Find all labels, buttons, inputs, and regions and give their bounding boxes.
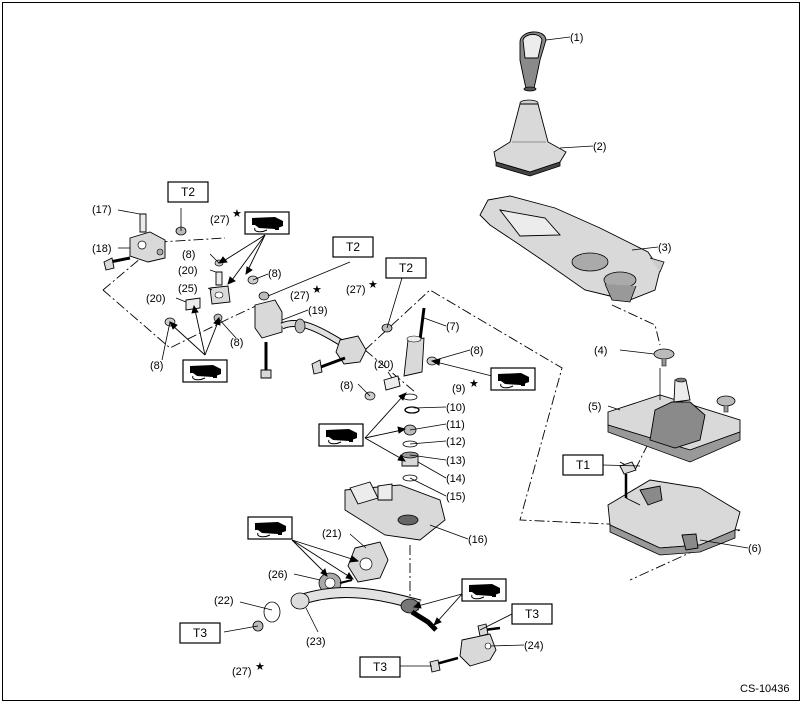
star-icon: ★ xyxy=(255,661,265,673)
svg-text:T2: T2 xyxy=(181,185,195,199)
callout-23: (23) xyxy=(306,636,326,648)
svg-text:T3: T3 xyxy=(373,660,387,674)
callout-3: (3) xyxy=(658,242,671,254)
callout-8a: (8) xyxy=(182,249,195,261)
callout-8e: (8) xyxy=(340,380,353,392)
callout-16: (16) xyxy=(468,534,488,546)
svg-text:T2: T2 xyxy=(399,261,413,275)
svg-text:T2: T2 xyxy=(346,240,360,254)
grease-gun-icon xyxy=(461,578,507,602)
star-icon: ★ xyxy=(469,378,479,390)
grease-gun-icon xyxy=(244,211,290,235)
torque-box-t3-right: T3 xyxy=(511,603,553,625)
star-icon: ★ xyxy=(312,284,322,296)
callout-2: (2) xyxy=(593,141,606,153)
callout-19: (19) xyxy=(308,305,328,317)
ring-stack xyxy=(401,393,420,482)
bolt-t1 xyxy=(619,461,641,506)
torque-box-t2-left: T2 xyxy=(167,181,209,203)
console-panel xyxy=(479,195,665,303)
leader-lines xyxy=(117,36,749,667)
callout-21: (21) xyxy=(322,528,342,540)
lever-7 xyxy=(403,307,426,377)
torque-box-t3-left: T3 xyxy=(179,622,221,644)
callout-12: (12) xyxy=(446,436,466,448)
callout-4: (4) xyxy=(594,345,607,357)
lower-housing xyxy=(607,479,741,556)
housing-16 xyxy=(344,481,446,541)
callout-27d: (27) xyxy=(232,666,252,678)
callout-18: (18) xyxy=(92,243,112,255)
bracket-24 xyxy=(429,623,501,673)
callout-25: (25) xyxy=(178,283,198,295)
star-icon: ★ xyxy=(368,279,378,291)
callout-5: (5) xyxy=(588,401,601,413)
torque-box-t2-center: T2 xyxy=(332,236,374,258)
plug-4b xyxy=(716,395,736,413)
callout-9: (9) xyxy=(452,383,465,395)
callout-17: (17) xyxy=(92,204,112,216)
callout-labels: (1) (2) (3) (4) (5) (6) (7) (8) (9) (10)… xyxy=(92,32,761,678)
callout-27b: (27) xyxy=(290,290,310,302)
callout-15: (15) xyxy=(446,491,466,503)
callout-8b: (8) xyxy=(268,268,281,280)
shift-arm-23 xyxy=(290,587,438,632)
callout-1: (1) xyxy=(570,32,583,44)
bracket-18 xyxy=(103,213,166,271)
callout-11: (11) xyxy=(446,419,465,431)
callout-22: (22) xyxy=(214,595,234,607)
callout-7: (7) xyxy=(446,321,459,333)
callout-8c: (8) xyxy=(150,360,163,372)
callout-20b: (20) xyxy=(146,293,166,305)
shifter-base xyxy=(607,368,741,463)
joint-21 xyxy=(318,541,389,594)
diagram-code: CS-10436 xyxy=(740,683,790,695)
shift-rod-19 xyxy=(254,291,367,379)
svg-text:T1: T1 xyxy=(576,458,590,472)
callout-8d: (8) xyxy=(230,337,243,349)
grease-gun-icon xyxy=(490,367,536,391)
torque-box-t3-bottom: T3 xyxy=(359,656,401,678)
shift-knob xyxy=(519,31,547,92)
callout-27c: (27) xyxy=(346,284,366,296)
callout-14: (14) xyxy=(446,473,466,485)
callout-26: (26) xyxy=(268,569,288,581)
shift-boot xyxy=(493,99,567,177)
torque-box-t1: T1 xyxy=(562,454,604,476)
star-icon: ★ xyxy=(232,208,242,220)
pin-20-lower xyxy=(364,356,438,401)
plug-4 xyxy=(653,348,675,367)
callout-13: (13) xyxy=(446,455,466,467)
grease-gun-icon xyxy=(247,516,293,540)
svg-text:T3: T3 xyxy=(525,607,539,621)
grease-gun-icon xyxy=(318,423,364,447)
svg-text:T3: T3 xyxy=(193,626,207,640)
callout-20a: (20) xyxy=(178,265,198,277)
callout-8: (8) xyxy=(470,345,483,357)
callout-10: (10) xyxy=(446,402,466,414)
torque-box-t2-right: T2 xyxy=(385,257,427,279)
callout-27a: (27) xyxy=(210,214,230,226)
star-markers: ★ ★ ★ ★ ★ xyxy=(232,208,479,673)
callout-6: (6) xyxy=(748,543,761,555)
grease-arrows xyxy=(169,234,501,626)
callout-24: (24) xyxy=(524,640,544,652)
callout-20c: (20) xyxy=(374,359,394,371)
grease-gun-icon xyxy=(182,359,228,383)
